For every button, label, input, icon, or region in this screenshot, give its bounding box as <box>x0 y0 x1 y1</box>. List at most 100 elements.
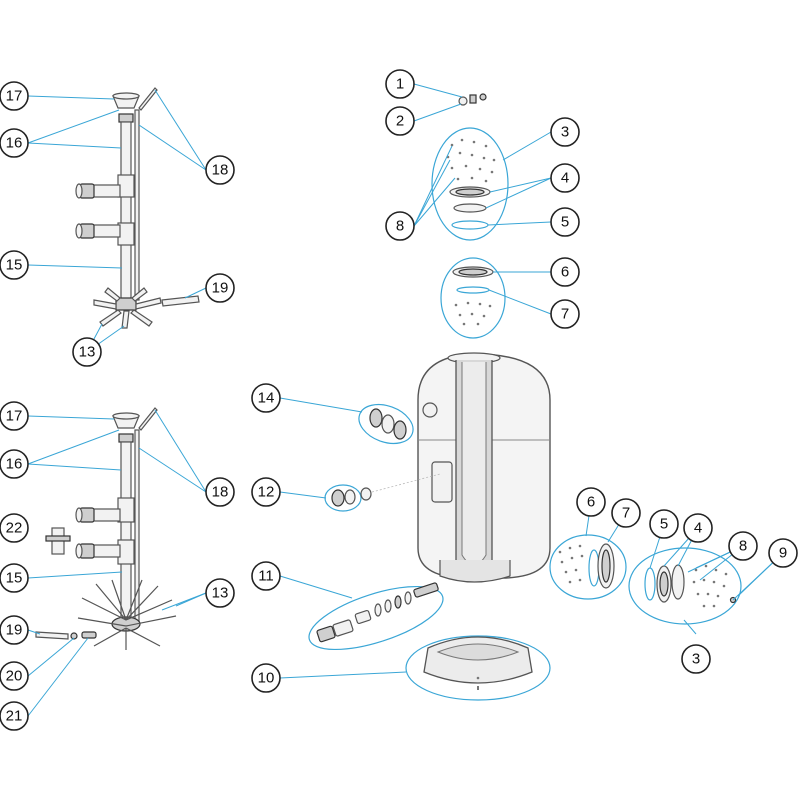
svg-text:6: 6 <box>587 494 595 511</box>
spare-lateral-part <box>161 295 200 307</box>
callout-11: 11 <box>251 561 281 591</box>
svg-text:12: 12 <box>258 484 275 501</box>
lid-dots <box>446 138 496 183</box>
callout-19b: 19 <box>0 615 29 645</box>
svg-text:8: 8 <box>396 218 404 235</box>
valve-ring-1 <box>374 603 382 617</box>
callout-15b: 15 <box>0 563 29 593</box>
callout-4b: 4 <box>683 513 713 543</box>
collar-part <box>118 113 134 123</box>
svg-text:10: 10 <box>258 670 275 687</box>
vent-tip-part <box>138 87 158 111</box>
flange-gasket-part <box>456 286 490 294</box>
svg-text:16: 16 <box>6 456 23 473</box>
callout-8b: 8 <box>728 531 758 561</box>
side-o-ring <box>644 567 656 601</box>
top-cap-rim <box>112 92 140 100</box>
side-lid-dots <box>692 564 728 608</box>
svg-text:6: 6 <box>561 264 569 281</box>
valve-ring-2 <box>384 599 392 613</box>
union-part-b <box>381 414 395 434</box>
svg-text:21: 21 <box>6 708 23 725</box>
o-ring-part <box>451 220 489 230</box>
svg-text:5: 5 <box>561 214 569 231</box>
bottom-central-tube <box>120 441 132 623</box>
valve-ring-3 <box>394 595 402 609</box>
bottom-side-connector-lower-end <box>75 543 83 559</box>
svg-text:7: 7 <box>561 306 569 323</box>
callout-13a: 13 <box>72 337 102 367</box>
svg-text:14: 14 <box>258 390 275 407</box>
callout-1: 1 <box>385 69 415 99</box>
svg-text:17: 17 <box>6 408 23 425</box>
valve-pipe-part <box>354 610 372 624</box>
bottom-collar-part <box>118 433 134 443</box>
svg-text:16: 16 <box>6 135 23 152</box>
base-top-recess <box>436 643 520 661</box>
flange-group-side <box>549 534 627 600</box>
svg-text:19: 19 <box>6 622 23 639</box>
side-lid-outline <box>628 547 742 625</box>
lateral-arm-5 <box>121 310 130 329</box>
svg-text:9: 9 <box>779 545 787 562</box>
svg-text:1: 1 <box>396 76 404 93</box>
central-tube-part <box>120 121 132 301</box>
tank-strap-inner <box>461 362 487 566</box>
callout-6b: 6 <box>576 487 606 517</box>
side-flange-dots <box>558 544 584 584</box>
svg-text:5: 5 <box>660 516 668 533</box>
flange-ring-inner <box>458 268 488 276</box>
svg-text:18: 18 <box>212 484 229 501</box>
spare-lateral-bottom <box>35 631 69 640</box>
valve-group-outline <box>308 585 444 651</box>
screw-part <box>469 94 477 104</box>
small-connector-part <box>81 631 97 639</box>
star-laterals <box>77 579 177 650</box>
callout-8a: 8 <box>385 211 415 241</box>
lid-group <box>431 93 509 241</box>
valve-body-part <box>332 619 354 637</box>
svg-text:13: 13 <box>79 344 96 361</box>
lid-group-side <box>628 547 742 625</box>
svg-text:2: 2 <box>396 113 404 130</box>
lateral-arm-3 <box>99 309 122 327</box>
lateral-arm-4 <box>130 309 153 327</box>
callout-3b: 3 <box>681 644 711 674</box>
lateral-arm-6 <box>104 287 121 302</box>
part12-ring <box>344 489 356 505</box>
union-group-12 <box>324 473 441 512</box>
callout-15a: 15 <box>0 250 29 280</box>
svg-text:22: 22 <box>6 520 23 537</box>
svg-text:3: 3 <box>561 124 569 141</box>
callout-18b: 18 <box>205 477 235 507</box>
filter-tank <box>417 352 551 583</box>
bottom-vent-tip <box>138 407 158 431</box>
flange-dots <box>454 301 492 326</box>
callout-4a: 4 <box>550 163 580 193</box>
callout-16a: 16 <box>0 128 29 158</box>
valve-thread-part <box>413 582 439 598</box>
callout-2: 2 <box>385 106 415 136</box>
svg-text:13: 13 <box>212 585 229 602</box>
tank-foot <box>439 560 511 583</box>
lateral-arm-7 <box>131 287 148 302</box>
side-connector-upper-end <box>75 183 83 199</box>
knob-part <box>479 93 487 101</box>
callout-19a: 19 <box>205 273 235 303</box>
lid-ring-inner <box>455 188 485 196</box>
svg-text:8: 8 <box>739 538 747 555</box>
callout-12: 12 <box>251 477 281 507</box>
lateral-arm-1 <box>93 299 117 310</box>
callout-10: 10 <box>251 663 281 693</box>
part12-washer <box>360 487 372 501</box>
callout-6a: 6 <box>550 257 580 287</box>
part12-nut <box>331 489 345 507</box>
valve-ring-4 <box>404 591 412 605</box>
svg-text:20: 20 <box>6 668 23 685</box>
side-flange-ring-inner <box>601 549 611 583</box>
callout-5a: 5 <box>550 207 580 237</box>
clip-bar-part <box>45 535 71 542</box>
bottom-cap-rim <box>112 412 140 420</box>
